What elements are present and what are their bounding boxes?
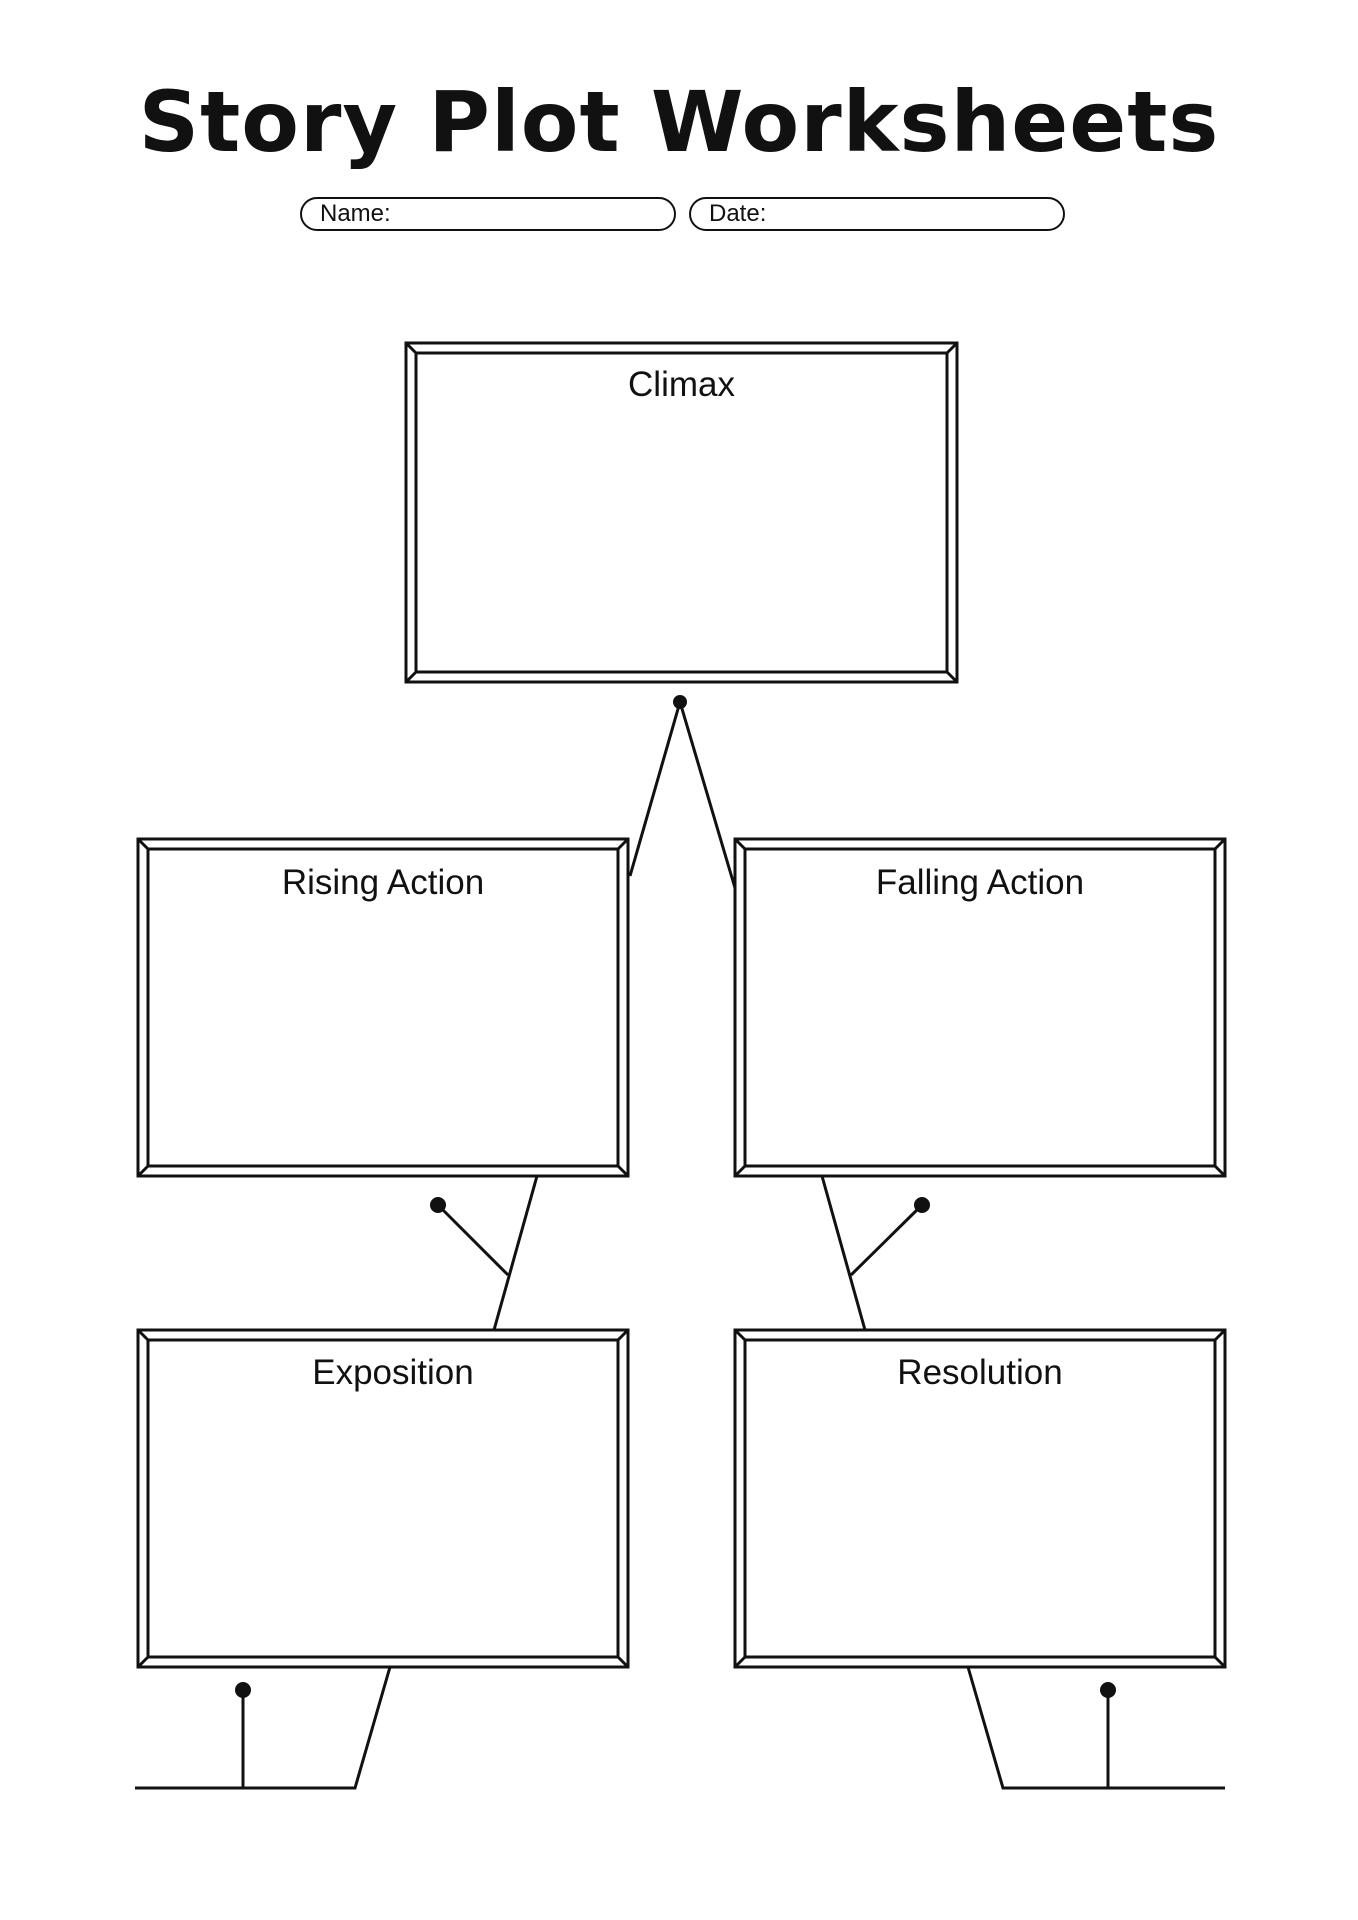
rising-action-box[interactable] bbox=[136, 837, 630, 1178]
name-field[interactable]: Name: bbox=[300, 197, 676, 231]
falling-action-box[interactable] bbox=[733, 837, 1227, 1178]
climax-box[interactable] bbox=[404, 341, 959, 684]
date-label: Date: bbox=[709, 200, 767, 227]
exposition-box[interactable] bbox=[136, 1328, 630, 1669]
exposition-label: Exposition bbox=[312, 1353, 474, 1392]
rising-action-label: Rising Action bbox=[281, 863, 485, 902]
date-field[interactable]: Date: bbox=[689, 197, 1065, 231]
page-title: Story Plot Worksheets bbox=[138, 73, 1220, 171]
resolution-box[interactable] bbox=[733, 1328, 1227, 1669]
resolution-label: Resolution bbox=[897, 1353, 1063, 1392]
pin-dots bbox=[235, 695, 1116, 1698]
name-label: Name: bbox=[320, 200, 391, 227]
falling-action-label: Falling Action bbox=[875, 863, 1085, 902]
climax-label: Climax bbox=[628, 365, 735, 404]
